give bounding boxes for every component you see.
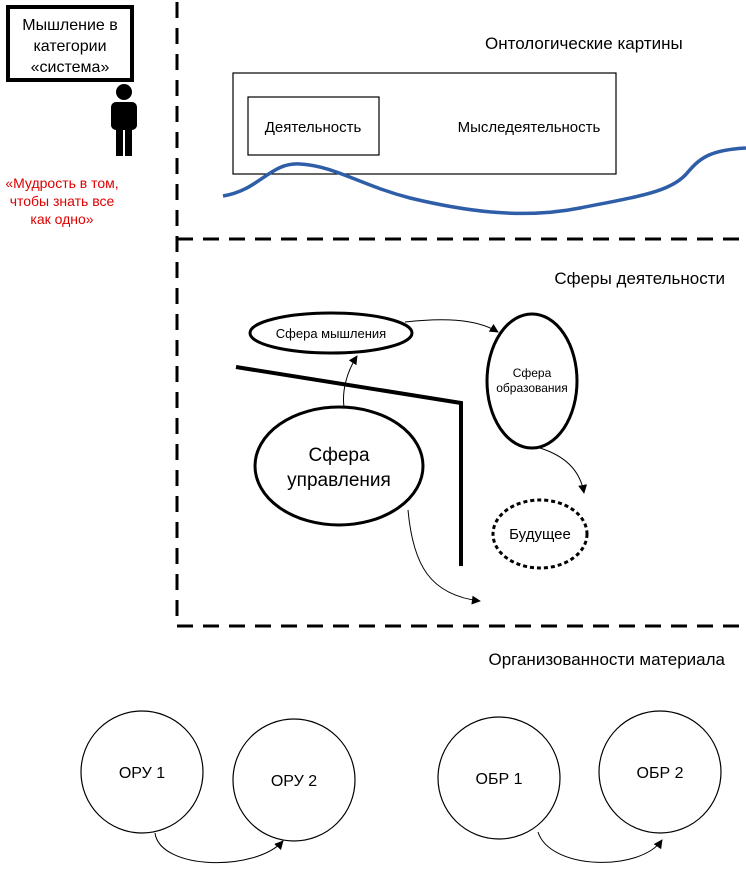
- arrow-obr1-to-obr2: [537, 831, 663, 863]
- quote-line-3: как одно»: [30, 211, 93, 227]
- mysledeyatelnost-box: [232, 72, 617, 175]
- quote-line-1: «Мудрость в том,: [5, 175, 118, 191]
- deyatelnost-label: Деятельность: [265, 119, 362, 136]
- circle-obr-2: ОБР 2: [598, 710, 722, 834]
- sphere-education-line-1: Сфера: [513, 366, 552, 380]
- circle-oru-1: ОРУ 1: [80, 710, 204, 834]
- material-arrows: [154, 831, 663, 864]
- sphere-future-label: Будущее: [509, 526, 571, 543]
- sphere-education-line-2: образования: [496, 381, 568, 395]
- header-line-2: категории: [33, 38, 106, 55]
- sphere-future: Будущее: [491, 498, 589, 570]
- sphere-management: Сфера управления: [253, 405, 425, 527]
- wave-line: [222, 146, 746, 216]
- material-title: Организованности материала: [488, 650, 725, 669]
- sphere-education: Сфера образования: [485, 312, 579, 450]
- quote: «Мудрость в том, чтобы знать все как одн…: [5, 175, 118, 227]
- circle-obr-1: ОБР 1: [437, 716, 561, 840]
- circle-oru-2: ОРУ 2: [232, 718, 356, 842]
- header-line-3: «система»: [31, 59, 110, 76]
- circle-oru-1-label: ОРУ 1: [119, 765, 165, 782]
- sphere-thinking-label: Сфера мышления: [276, 326, 386, 341]
- ontological-title: Онтологические картины: [485, 34, 683, 53]
- mysledeyatelnost-label: Мыследеятельность: [458, 119, 601, 136]
- spheres-title: Сферы деятельности: [554, 269, 725, 288]
- sphere-thinking: Сфера мышления: [248, 311, 414, 355]
- header-line-1: Мышление в: [22, 17, 118, 34]
- header-box: Мышление в категории «система»: [6, 5, 134, 82]
- arrow-education-to-future: [539, 447, 588, 494]
- arrow-oru1-to-oru2: [154, 832, 284, 864]
- sphere-management-line-2: управления: [287, 470, 391, 491]
- arrow-thinking-to-education: [404, 319, 499, 333]
- arrow-management-to-thinking: [343, 355, 358, 408]
- circle-obr-1-label: ОБР 1: [476, 771, 523, 788]
- quote-line-2: чтобы знать все: [10, 193, 115, 209]
- circle-oru-2-label: ОРУ 2: [271, 773, 317, 790]
- deyatelnost-box: [247, 96, 380, 156]
- section-dividers: [175, 2, 740, 628]
- circle-obr-2-label: ОБР 2: [637, 765, 684, 782]
- sphere-arrows: [343, 319, 588, 605]
- arrow-management-out: [407, 509, 481, 605]
- barrier-line: [235, 365, 463, 566]
- person-figure-icon: [111, 84, 137, 156]
- sphere-management-line-1: Сфера: [308, 445, 369, 466]
